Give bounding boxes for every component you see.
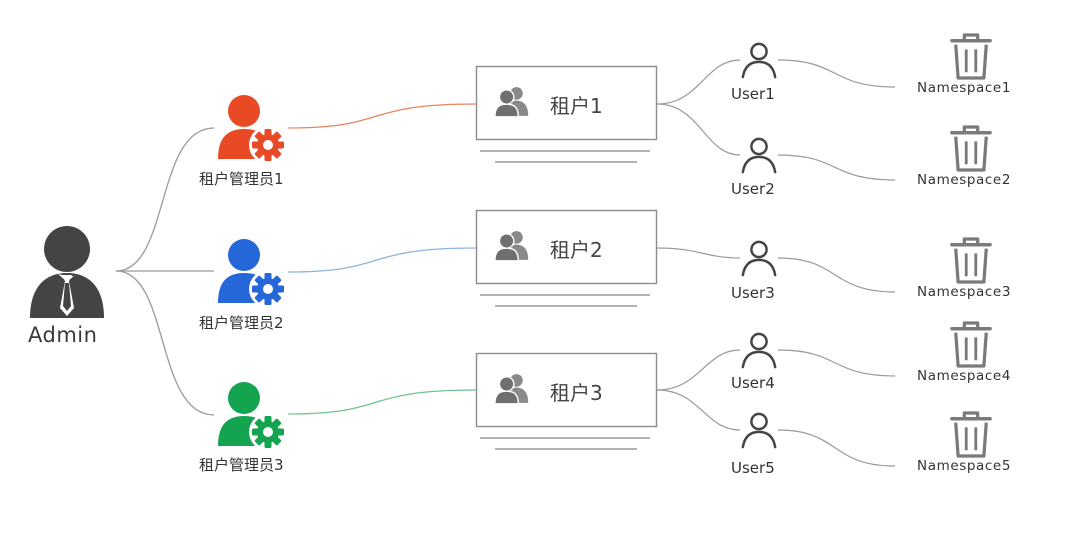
user-5-label: User5	[731, 459, 775, 477]
admin-links	[115, 127, 215, 416]
tenant3-user5-link	[656, 389, 741, 431]
admin-link-3	[115, 270, 215, 416]
tenant1-user2-link	[656, 103, 741, 156]
tenant-admin-2-label: 租户管理员2	[199, 314, 284, 332]
user-namespace-links	[777, 59, 896, 467]
user3-ns3-link	[777, 257, 896, 293]
admin-person-tie-icon	[30, 226, 104, 318]
tenant-admin-3-icon	[218, 382, 287, 450]
tenant2-user3-link	[656, 247, 741, 259]
user-4-icon	[741, 332, 777, 369]
tenant-admin-1-label: 租户管理员1	[199, 170, 284, 188]
tenant-2-label: 租户2	[550, 238, 603, 262]
user-2-label: User2	[731, 180, 775, 198]
user-3-icon	[741, 240, 777, 277]
admin-link-1	[115, 127, 215, 272]
tenant-1-label: 租户1	[550, 94, 603, 118]
admin-label: Admin	[28, 323, 98, 347]
tenant3-user4-link	[656, 349, 741, 391]
tenant-admin-2-icon	[218, 239, 287, 307]
mgr-tenant-link-3	[287, 389, 477, 415]
user5-ns5-link	[777, 429, 896, 467]
namespace-2-trash-icon	[950, 125, 992, 172]
namespace-2-label: Namespace2	[917, 172, 1012, 188]
namespace-1-label: Namespace1	[917, 80, 1012, 96]
tenant-node-1	[475, 65, 658, 163]
mgr-tenant-link-2	[287, 247, 477, 273]
mgr-tenant-link-1	[287, 103, 477, 129]
tenant-node-2	[475, 209, 658, 307]
tenant-user-links	[656, 59, 741, 431]
user-2-icon	[741, 137, 777, 174]
namespace-5-trash-icon	[950, 411, 992, 458]
user-1-icon	[741, 42, 777, 79]
user2-ns2-link	[777, 154, 896, 181]
namespace-3-trash-icon	[950, 237, 992, 284]
user-5-icon	[741, 412, 777, 449]
namespace-4-trash-icon	[950, 321, 992, 368]
namespace-3-label: Namespace3	[917, 284, 1012, 300]
tenant1-user1-link	[656, 59, 741, 105]
user1-ns1-link	[777, 59, 896, 88]
tenant-3-label: 租户3	[550, 381, 603, 405]
tenant-node-3	[475, 352, 658, 450]
namespace-1-trash-icon	[950, 33, 992, 80]
namespace-4-label: Namespace4	[917, 368, 1012, 384]
user-1-label: User1	[731, 85, 775, 103]
user4-ns4-link	[777, 349, 896, 377]
tenant-admin-3-label: 租户管理员3	[199, 456, 284, 474]
tenant-admin-1-icon	[218, 95, 287, 163]
namespace-5-label: Namespace5	[917, 458, 1012, 474]
user-4-label: User4	[731, 374, 775, 392]
user-3-label: User3	[731, 284, 775, 302]
